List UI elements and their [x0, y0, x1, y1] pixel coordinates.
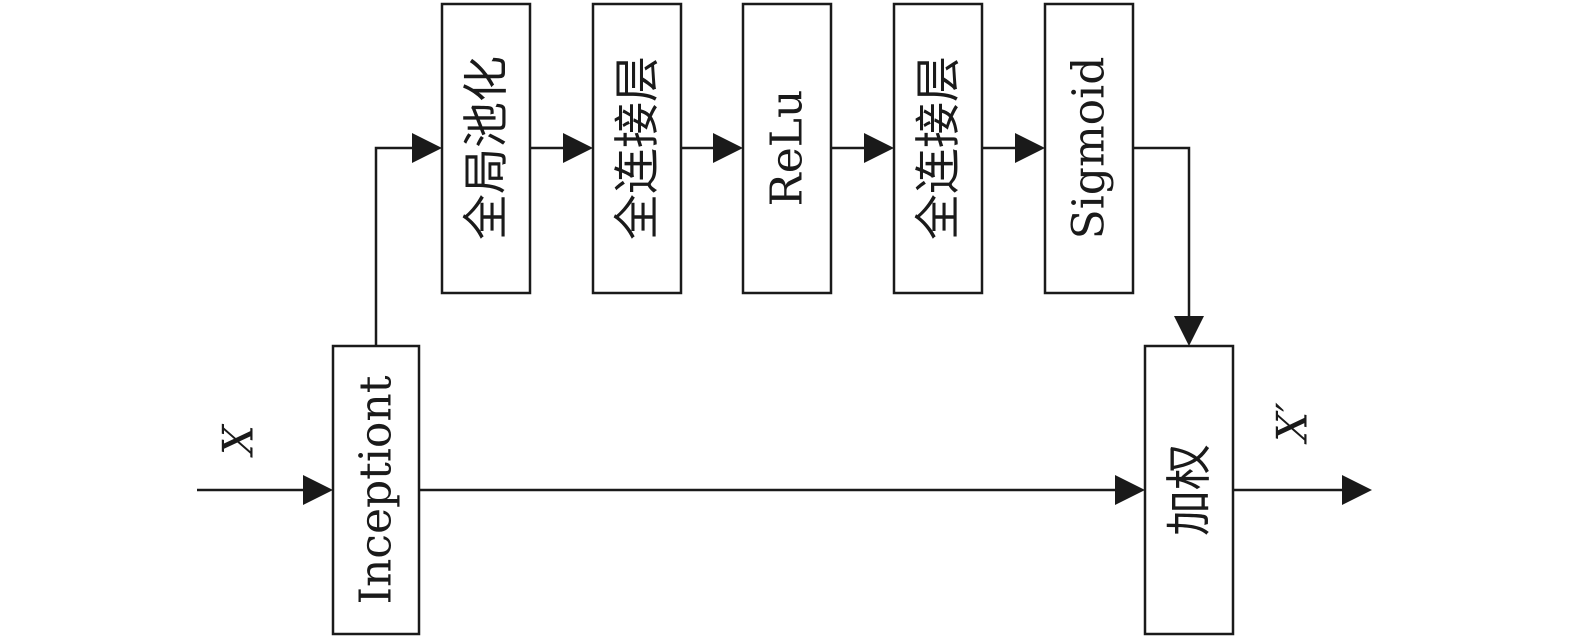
node-relu-label: ReLu — [762, 90, 813, 207]
node-fc-1-label: 全连接层 — [610, 56, 664, 240]
input-label: X — [214, 423, 263, 458]
edge-input-to-inception — [197, 475, 333, 505]
arrowhead-icon — [864, 133, 894, 163]
node-weighting: 加权 — [1143, 344, 1235, 636]
node-global-pool: 全局池化 — [440, 2, 532, 295]
output-label: X′ — [1268, 402, 1317, 445]
edge-relu-to-fc-2 — [831, 133, 894, 163]
node-fc-1: 全连接层 — [591, 2, 683, 295]
arrowhead-icon — [303, 475, 333, 505]
node-fc-2: 全连接层 — [892, 2, 984, 295]
node-inception-label: Inceptiont — [351, 375, 402, 604]
arrowhead-icon — [1015, 133, 1045, 163]
node-fc-2-label: 全连接层 — [911, 56, 965, 240]
arrowhead-icon — [1342, 475, 1372, 505]
edge-fc-1-to-relu — [681, 133, 743, 163]
arrowhead-icon — [1174, 316, 1204, 346]
node-sigmoid: Sigmoid — [1043, 2, 1135, 295]
node-relu: ReLu — [741, 2, 833, 295]
edge-sigmoid-to-weighting — [1133, 146, 1204, 346]
node-global-pool-label: 全局池化 — [459, 56, 513, 240]
edge-inception-to-weighting — [419, 475, 1145, 505]
edge-weighting-to-output — [1233, 475, 1372, 505]
node-weighting-label: 加权 — [1162, 444, 1216, 536]
node-sigmoid-label: Sigmoid — [1064, 57, 1115, 240]
arrowhead-icon — [563, 133, 593, 163]
edge-fc-2-to-sigmoid — [982, 133, 1045, 163]
edge-global-pool-to-fc-1 — [530, 133, 593, 163]
arrowhead-icon — [713, 133, 743, 163]
arrowhead-icon — [412, 133, 442, 163]
node-inception: Inceptiont — [331, 344, 421, 636]
edge-inception-to-global-pool — [374, 133, 442, 346]
arrowhead-icon — [1115, 475, 1145, 505]
